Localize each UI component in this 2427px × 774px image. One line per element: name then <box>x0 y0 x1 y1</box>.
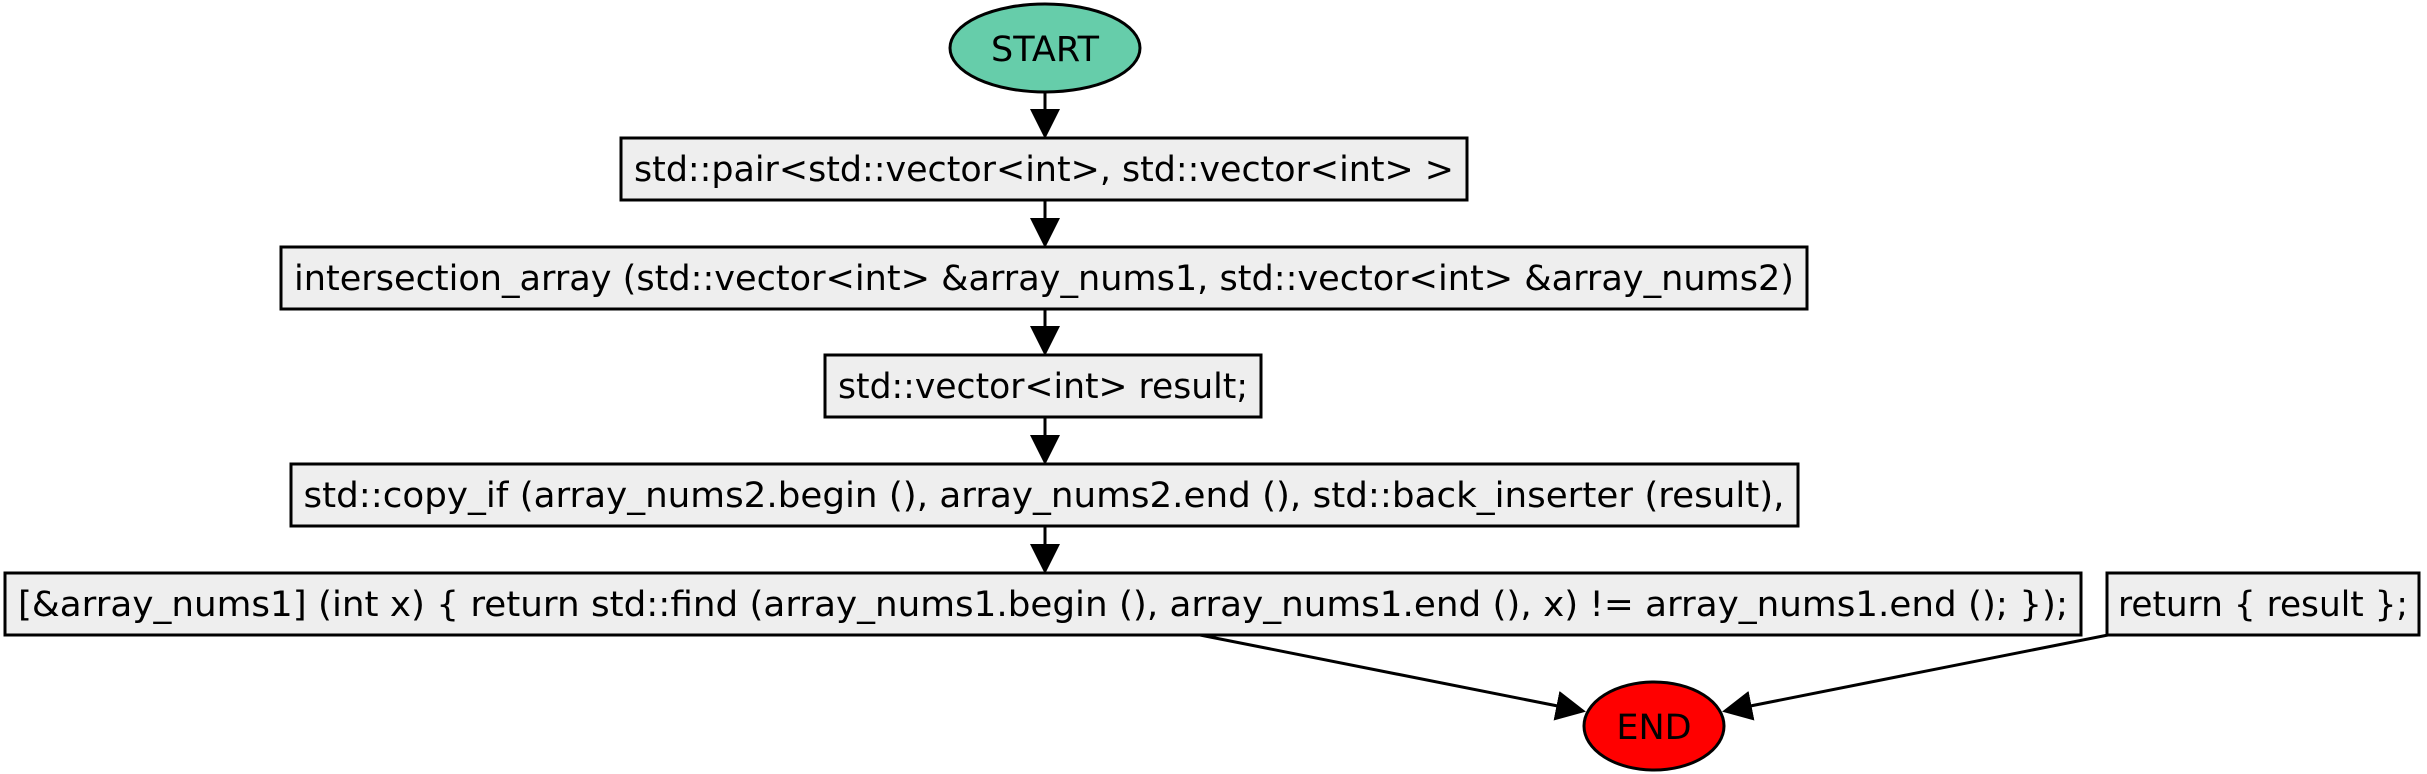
edge-step-6-to-end <box>1722 633 2109 721</box>
step-3-label: std::vector<int> result; <box>838 367 1248 407</box>
start-label: START <box>991 30 1100 70</box>
end-ellipse <box>1582 680 1726 772</box>
start-node: START <box>948 2 1142 94</box>
step-3-box <box>823 353 1263 419</box>
start-ellipse <box>948 2 1142 94</box>
step-2-box <box>279 245 1809 311</box>
step-1-label: std::pair<std::vector<int>, std::vector<… <box>634 150 1454 190</box>
step-5-node: [&array_nums1] (int x) { return std::fin… <box>3 571 2083 637</box>
step-6-label: return { result }; <box>2118 585 2408 625</box>
end-node: END <box>1582 680 1726 772</box>
step-4-label: std::copy_if (array_nums2.begin (), arra… <box>304 476 1785 516</box>
step-3-node: std::vector<int> result; <box>823 353 1263 419</box>
step-4-node: std::copy_if (array_nums2.begin (), arra… <box>289 462 1800 528</box>
step-5-box <box>3 571 2083 637</box>
edge-step-5-to-end <box>1199 633 1586 721</box>
step-5-label: [&array_nums1] (int x) { return std::fin… <box>18 585 2068 625</box>
step-4-box <box>289 462 1800 528</box>
step-1-box <box>619 136 1469 202</box>
step-2-label: intersection_array (std::vector<int> &ar… <box>294 259 1794 299</box>
step-1-node: std::pair<std::vector<int>, std::vector<… <box>619 136 1469 202</box>
step-6-node: return { result }; <box>2105 571 2421 637</box>
edges <box>1030 93 2109 721</box>
step-2-node: intersection_array (std::vector<int> &ar… <box>279 245 1809 311</box>
end-label: END <box>1616 708 1691 748</box>
step-6-box <box>2105 571 2421 637</box>
